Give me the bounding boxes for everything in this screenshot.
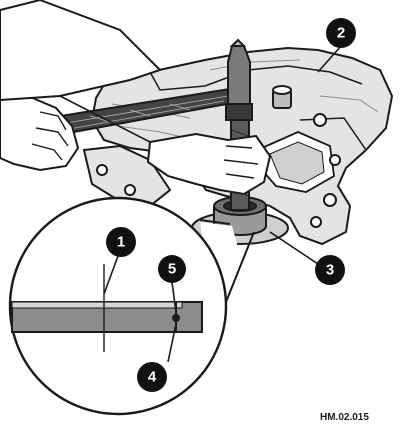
callout-4: 4 xyxy=(137,362,167,392)
leader-lines xyxy=(103,45,342,363)
callout-3-label: 3 xyxy=(326,262,334,279)
callout-1-label: 1 xyxy=(117,234,125,251)
callout-2-label: 2 xyxy=(337,25,345,42)
callout-2: 2 xyxy=(326,18,356,48)
callout-4-label: 4 xyxy=(148,369,157,386)
callout-3: 3 xyxy=(315,255,345,285)
callout-1: 1 xyxy=(106,227,136,257)
callout-5: 5 xyxy=(158,255,186,283)
hand-icon xyxy=(0,0,272,196)
callout-5-label: 5 xyxy=(168,261,176,278)
figure-reference-code: HM.02.015 xyxy=(320,412,369,423)
hammer-icon xyxy=(46,38,253,138)
detail-inset xyxy=(8,196,255,416)
